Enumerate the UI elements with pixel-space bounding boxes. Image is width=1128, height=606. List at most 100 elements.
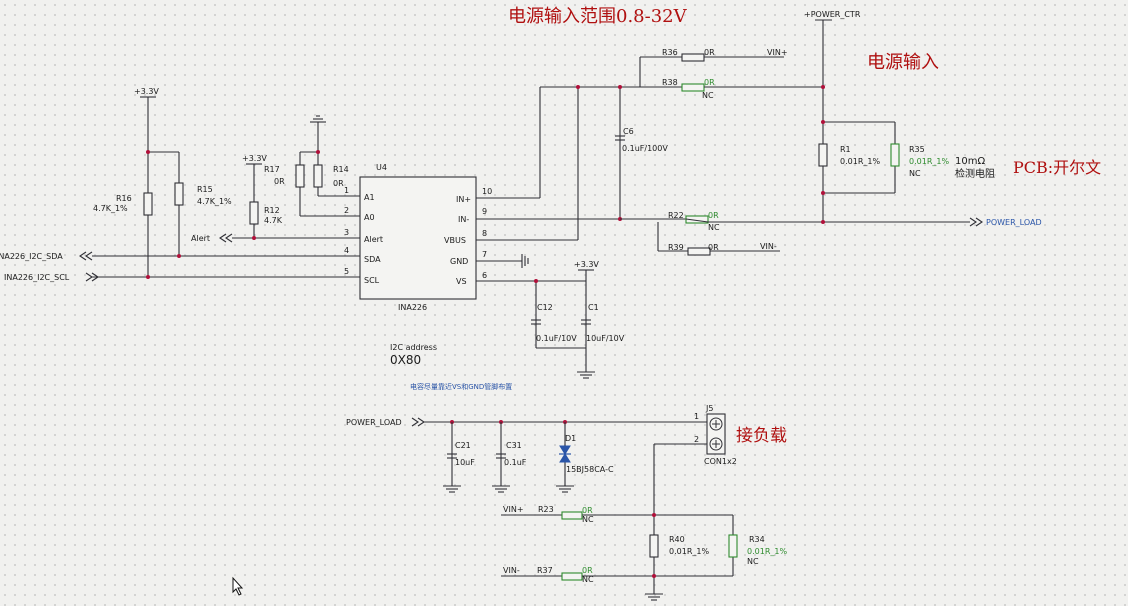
svg-text:C12: C12	[537, 303, 553, 312]
decoupling-note: 电容尽量靠近VS和GND管脚布置	[410, 382, 512, 391]
svg-text:R37: R37	[537, 566, 553, 575]
svg-text:R22: R22	[668, 211, 684, 220]
svg-text:0.1uF/10V: 0.1uF/10V	[536, 334, 577, 343]
svg-text:3: 3	[344, 228, 349, 237]
resistor-r16[interactable]: R16 4.7K_1%	[93, 192, 153, 216]
svg-text:INA226_I2C_SDA: INA226_I2C_SDA	[0, 252, 63, 261]
svg-text:5: 5	[344, 267, 349, 276]
svg-text:R36: R36	[662, 48, 678, 57]
net-label-power-load-top[interactable]: POWER_LOAD	[969, 217, 1042, 227]
svg-text:0R: 0R	[704, 78, 715, 87]
svg-text:2: 2	[694, 435, 699, 444]
shunt-resistor-r34[interactable]: R34 0.01R_1% NC	[728, 534, 787, 566]
svg-text:+3.3V: +3.3V	[574, 260, 599, 269]
capacitor-c21[interactable]: C21 10uF	[447, 441, 475, 467]
svg-text:U4: U4	[376, 163, 387, 172]
svg-text:10uF: 10uF	[455, 458, 475, 467]
svg-text:4.7K: 4.7K	[264, 216, 283, 225]
svg-text:POWER_LOAD: POWER_LOAD	[346, 418, 402, 427]
svg-text:0.01R_1%: 0.01R_1%	[909, 157, 949, 166]
svg-text:POWER_LOAD: POWER_LOAD	[986, 218, 1042, 227]
svg-text:4.7K_1%: 4.7K_1%	[93, 204, 128, 213]
tvs-diode-d1[interactable]: D1 15BJ58CA-C	[559, 434, 614, 474]
vcc-left: +3.3V	[134, 87, 159, 98]
svg-text:+3.3V: +3.3V	[242, 154, 267, 163]
svg-text:15BJ58CA-C: 15BJ58CA-C	[566, 465, 614, 474]
capacitor-c6[interactable]: C6 0.1uF/100V	[615, 127, 668, 153]
mouse-cursor-icon	[232, 576, 244, 596]
svg-text:0.1uF: 0.1uF	[504, 458, 527, 467]
svg-text:R35: R35	[909, 145, 925, 154]
svg-text:SDA: SDA	[364, 255, 381, 264]
shunt-resistor-r1[interactable]: R1 0.01R_1%	[818, 143, 880, 167]
svg-text:R38: R38	[662, 78, 678, 87]
svg-text:A1: A1	[364, 193, 375, 202]
svg-text:INA226_I2C_SCL: INA226_I2C_SCL	[4, 273, 70, 282]
resistor-r15[interactable]: R15 4.7K_1%	[174, 182, 232, 206]
svg-text:0R: 0R	[708, 211, 719, 220]
resistor-r37[interactable]: R37 0R NC	[537, 566, 594, 584]
shunt-resistor-r35[interactable]: R35 0.01R_1% NC 10mΩ 检测电阻	[890, 143, 995, 180]
svg-text:NC: NC	[747, 557, 759, 566]
svg-text:2: 2	[344, 206, 349, 215]
svg-text:0.01R_1%: 0.01R_1%	[747, 547, 787, 556]
svg-text:R17: R17	[264, 165, 280, 174]
net-label-scl[interactable]: INA226_I2C_SCL	[4, 272, 99, 282]
svg-text:9: 9	[482, 207, 487, 216]
svg-text:0R: 0R	[333, 179, 344, 188]
connector-j5[interactable]: J5 1 2 CON1x2	[694, 404, 737, 466]
svg-text:R34: R34	[749, 535, 765, 544]
ground-symbol-top	[310, 115, 326, 152]
svg-text:NC: NC	[708, 223, 720, 232]
svg-text:Alert: Alert	[191, 234, 210, 243]
svg-text:0.01R_1%: 0.01R_1%	[840, 157, 880, 166]
svg-text:NC: NC	[582, 575, 594, 584]
svg-text:D1: D1	[565, 434, 576, 443]
capacitor-c31[interactable]: C31 0.1uF	[496, 441, 527, 467]
svg-text:C6: C6	[623, 127, 634, 136]
vcc-vs: +3.3V	[574, 260, 599, 271]
svg-text:C21: C21	[455, 441, 471, 450]
svg-text:VBUS: VBUS	[444, 236, 466, 245]
svg-text:0.01R_1%: 0.01R_1%	[669, 547, 709, 556]
net-label-sda[interactable]: INA226_I2C_SDA	[0, 251, 93, 261]
capacitor-c1[interactable]: C1 10uF/10V	[581, 303, 625, 343]
resistor-r17[interactable]: R17 0R	[264, 164, 305, 188]
shunt-resistor-r40[interactable]: R40 0.01R_1%	[649, 534, 709, 558]
svg-text:INA226: INA226	[398, 303, 427, 312]
svg-text:Alert: Alert	[364, 235, 383, 244]
svg-text:0R: 0R	[704, 48, 715, 57]
resistor-r39[interactable]: R39 0R	[668, 243, 719, 256]
resistor-r14[interactable]: R14 0R	[313, 164, 349, 188]
svg-text:1: 1	[344, 186, 349, 195]
svg-text:+3.3V: +3.3V	[134, 87, 159, 96]
pcb-note: PCB:开尔文	[1013, 158, 1101, 177]
svg-text:1: 1	[694, 412, 699, 421]
svg-text:R23: R23	[538, 505, 554, 514]
svg-text:8: 8	[482, 229, 487, 238]
svg-text:0R: 0R	[708, 243, 719, 252]
resistor-r12[interactable]: R12 4.7K	[249, 201, 283, 225]
svg-text:R12: R12	[264, 206, 280, 215]
svg-text:10: 10	[482, 187, 492, 196]
resistor-r38[interactable]: R38 0R NC	[662, 78, 715, 100]
svg-text:IN-: IN-	[458, 215, 469, 224]
net-power-ctr: +POWER_CTR	[804, 10, 861, 21]
resistor-r36[interactable]: R36 0R	[662, 48, 715, 62]
svg-text:0R: 0R	[274, 177, 285, 186]
svg-text:NC: NC	[582, 515, 594, 524]
svg-text:NC: NC	[702, 91, 714, 100]
svg-text:VS: VS	[456, 277, 467, 286]
svg-text:10mΩ: 10mΩ	[955, 156, 985, 167]
capacitor-c12[interactable]: C12 0.1uF/10V	[531, 303, 577, 343]
svg-text:C1: C1	[588, 303, 599, 312]
net-label-power-load-bottom[interactable]: POWER_LOAD	[346, 417, 425, 427]
net-label-alert[interactable]: Alert	[191, 233, 233, 243]
vcc-alert: +3.3V	[242, 154, 267, 165]
svg-text:C31: C31	[506, 441, 522, 450]
svg-text:R39: R39	[668, 243, 684, 252]
title-input-range: 电源输入范围0.8-32V	[508, 6, 688, 27]
ground-symbol-bottom	[645, 593, 663, 601]
ic-ina226[interactable]: U4 INA226 1 A1 2 A0 3 Alert 4 SDA 5 SCL …	[344, 163, 492, 312]
ground-symbol-ic	[521, 254, 529, 268]
